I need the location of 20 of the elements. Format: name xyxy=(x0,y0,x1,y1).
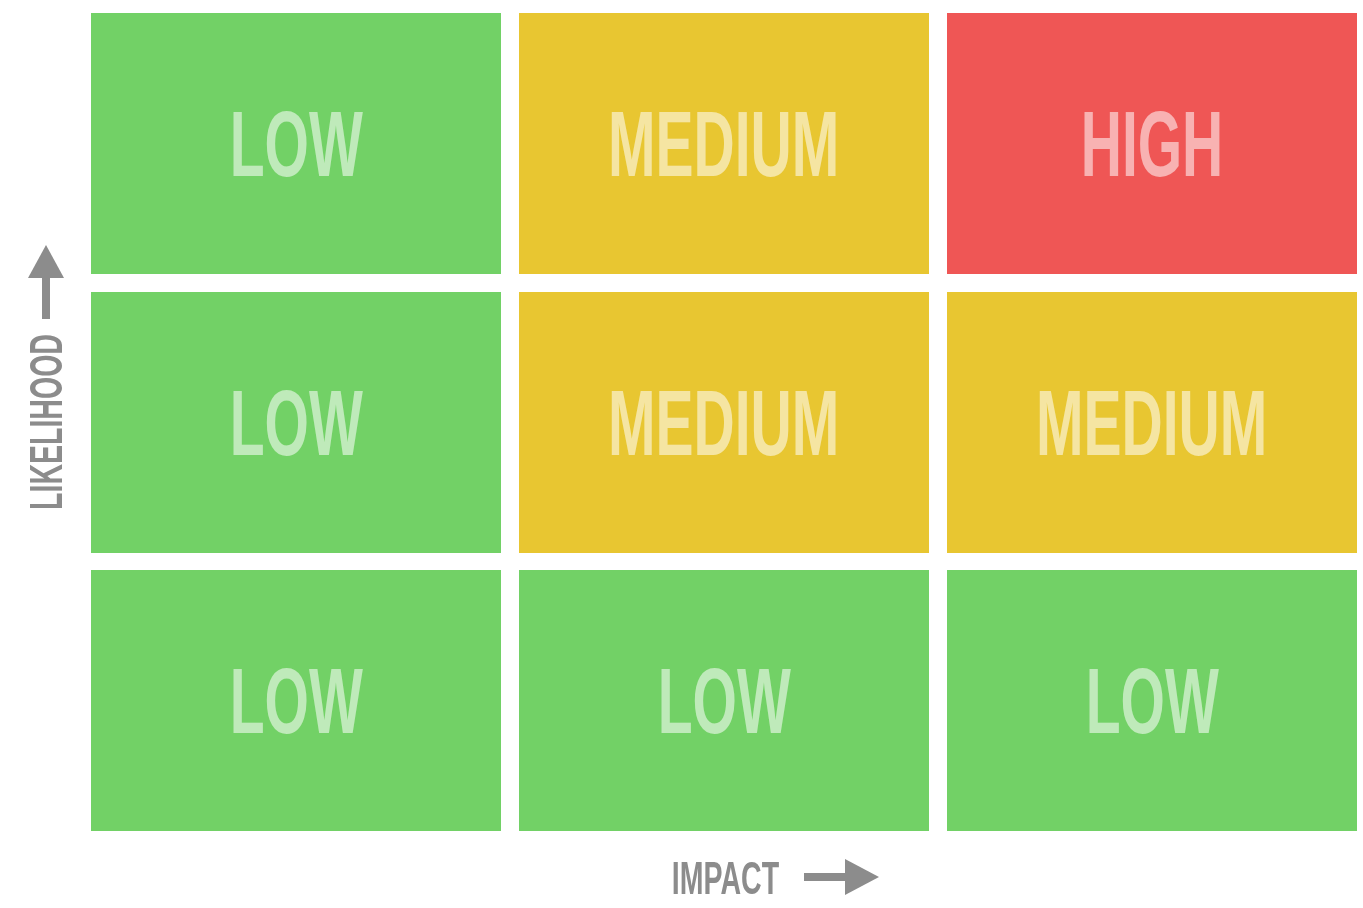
risk-cell xyxy=(947,570,1357,831)
risk-cell xyxy=(519,570,929,831)
risk-cell xyxy=(947,292,1357,553)
risk-level: LOW xyxy=(229,97,363,190)
risk-level: LOW xyxy=(657,654,791,747)
axis-label: IMPACT xyxy=(671,855,779,901)
risk-cell xyxy=(519,13,929,274)
risk-cell xyxy=(947,13,1357,274)
risk-level: LOW xyxy=(1085,654,1219,747)
risk-level: MEDIUM xyxy=(1036,376,1268,469)
risk-cell xyxy=(91,292,501,553)
risk-level: LOW xyxy=(229,654,363,747)
risk-level: MEDIUM xyxy=(608,97,840,190)
risk-level: HIGH xyxy=(1080,97,1224,190)
risk-cell xyxy=(91,13,501,274)
risk-cell xyxy=(91,570,501,831)
risk-level: LOW xyxy=(229,376,363,469)
risk-level: MEDIUM xyxy=(608,376,840,469)
risk-cell xyxy=(519,292,929,553)
axis-label: LIKELIHOOD xyxy=(22,334,69,510)
